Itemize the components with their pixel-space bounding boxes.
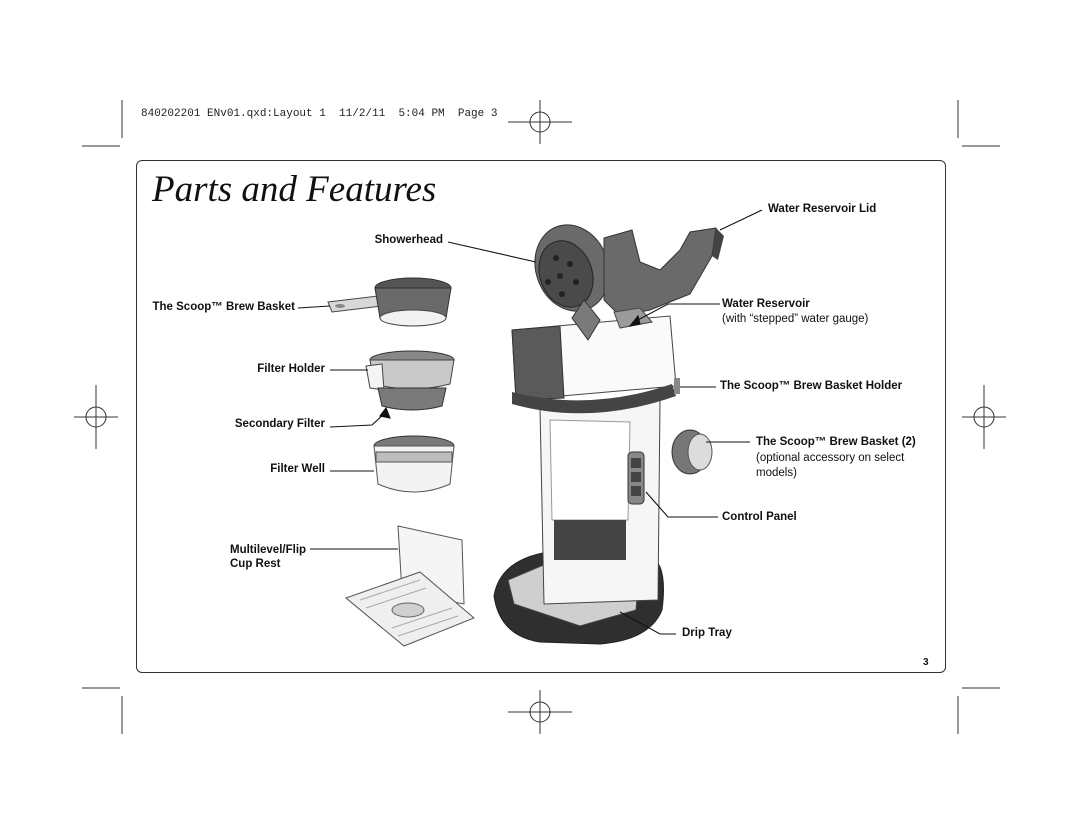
page-number: 3 <box>923 657 929 668</box>
registration-mark-top <box>508 100 572 144</box>
control-panel-leader <box>645 491 718 518</box>
registration-mark-right <box>962 385 1006 449</box>
reservoir-lid-leader <box>719 209 763 231</box>
filter-well-drawing <box>373 435 455 493</box>
label-brew-basket-2: The Scoop™ Brew Basket (2) <box>756 436 916 448</box>
label-reservoir-note: (with “stepped” water gauge) <box>722 313 869 325</box>
label-brew-basket-2-note1: (optional accessory on select <box>756 452 905 464</box>
registration-mark-left <box>74 385 118 449</box>
page-title: Parts and Features <box>152 169 437 210</box>
label-control-panel: Control Panel <box>722 511 797 523</box>
reservoir-leader <box>633 303 720 323</box>
print-slug: 840202201 ENv01.qxd:Layout 1 11/2/11 5:0… <box>141 108 498 120</box>
showerhead-leader <box>447 241 537 263</box>
label-showerhead: Showerhead <box>374 234 443 246</box>
secondary-filter-leader <box>329 411 387 428</box>
label-basket-holder: The Scoop™ Brew Basket Holder <box>720 380 903 392</box>
brew-basket-drawing <box>327 277 452 327</box>
registration-mark-bottom <box>508 690 572 734</box>
label-filter-well: Filter Well <box>270 463 325 475</box>
label-cup-rest-line2: Cup Rest <box>230 558 281 570</box>
coffee-maker-body-drawing <box>493 224 724 645</box>
filter-holder-drawing <box>365 350 455 411</box>
cup-rest-drawing <box>344 525 475 647</box>
label-drip-tray: Drip Tray <box>682 627 732 639</box>
label-brew-basket-2-note2: models) <box>756 467 797 479</box>
page-frame <box>136 160 946 673</box>
label-reservoir-lid: Water Reservoir Lid <box>768 203 877 215</box>
label-cup-rest-line1: Multilevel/Flip <box>230 544 307 556</box>
drip-tray-leader <box>619 611 676 635</box>
label-reservoir: Water Reservoir <box>722 298 810 310</box>
brew-basket-leader <box>297 305 331 309</box>
label-brew-basket: The Scoop™ Brew Basket <box>152 301 295 313</box>
label-secondary-filter: Secondary Filter <box>234 418 325 430</box>
label-filter-holder: Filter Holder <box>257 363 325 375</box>
